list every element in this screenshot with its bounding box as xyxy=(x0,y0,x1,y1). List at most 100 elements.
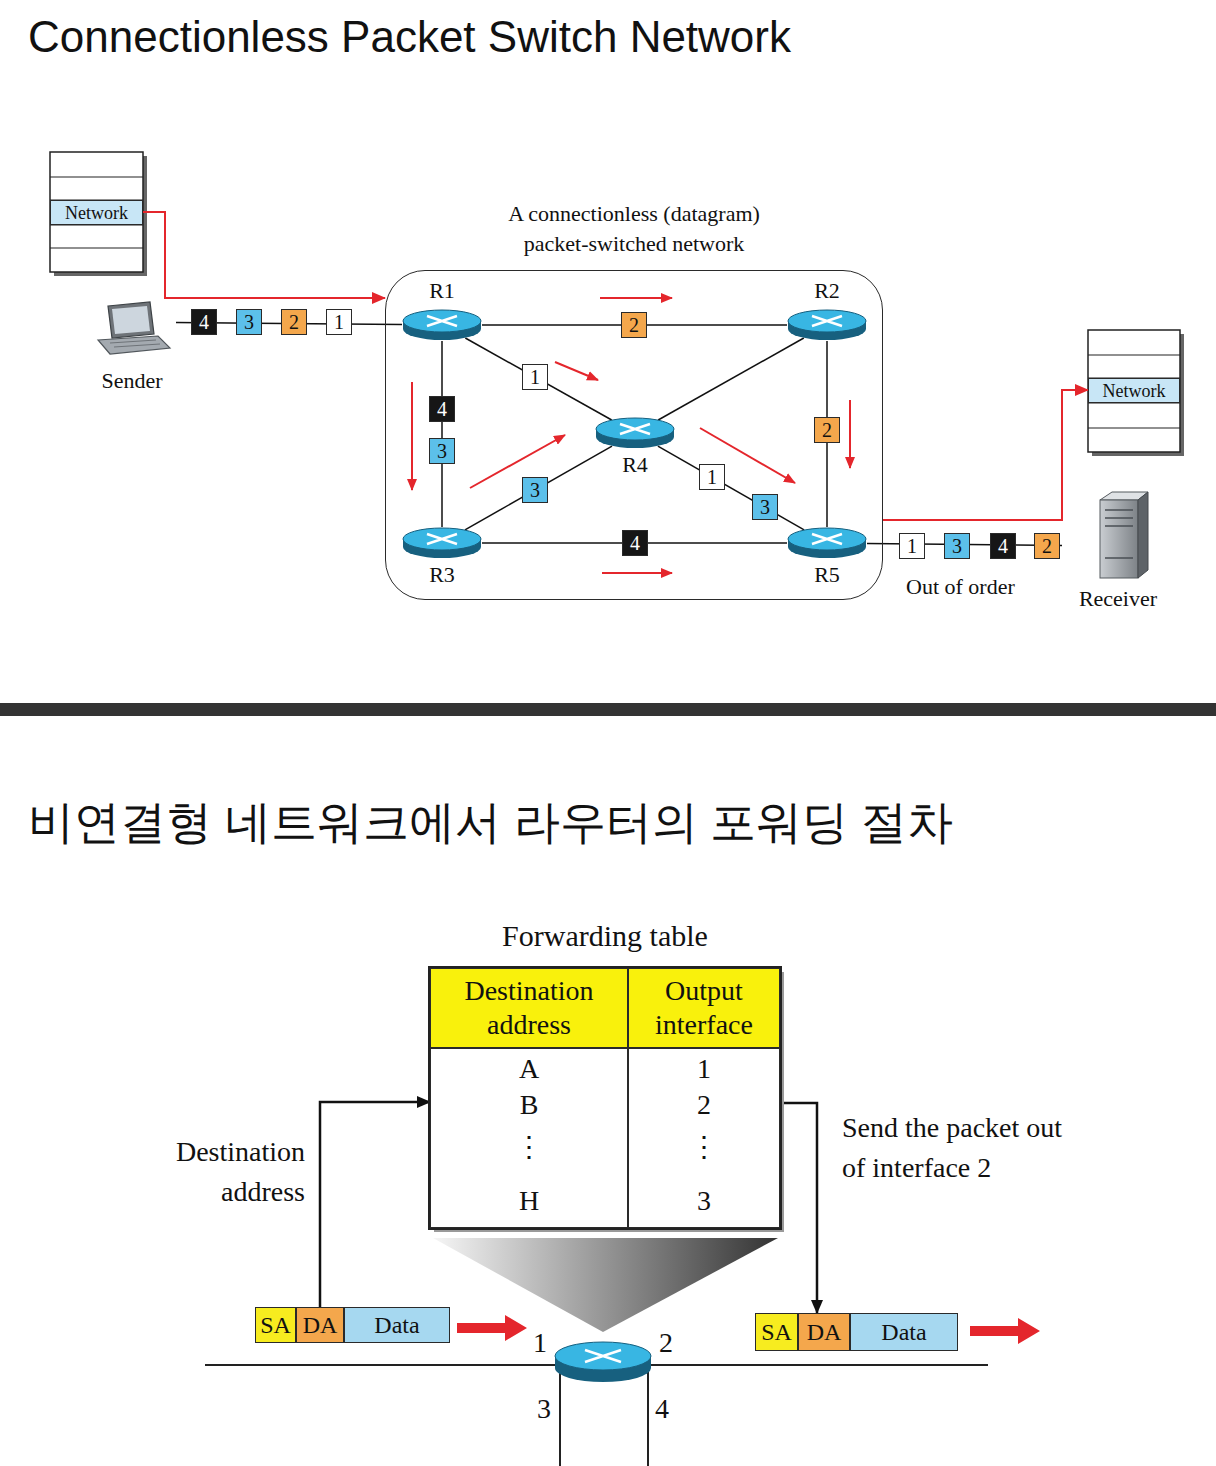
stack-layer-lines xyxy=(50,177,143,248)
node-text: 2 xyxy=(1042,535,1052,557)
region-title: A connectionless (datagram) packet-switc… xyxy=(484,199,784,259)
node-text: DA xyxy=(807,1318,842,1346)
router-label-box: R3 xyxy=(382,562,502,588)
host-label-box: Sender xyxy=(78,368,186,394)
edge-label-box: Send the packet out of interface 2 xyxy=(842,1108,1082,1188)
packet-box: 2 xyxy=(621,312,647,338)
packet-box: 4 xyxy=(429,396,455,422)
node-text: 4 xyxy=(199,311,209,333)
row-box: H xyxy=(431,1185,627,1217)
interface-number: 3 xyxy=(537,1392,551,1426)
receiver-host: Receiver xyxy=(1062,488,1174,614)
node-text: DA xyxy=(303,1311,338,1339)
row-box: ⋮ xyxy=(629,1131,779,1163)
router-label: R5 xyxy=(767,562,887,588)
direction-arrow xyxy=(470,435,565,488)
node-text: 3 xyxy=(952,535,962,557)
interface-number: 4 xyxy=(655,1392,669,1426)
table-cell: B xyxy=(431,1089,627,1121)
label-box: 1 xyxy=(533,1326,547,1360)
flow-arrow xyxy=(970,1318,1040,1344)
server-slots xyxy=(1105,510,1133,558)
node-text: 3 xyxy=(437,440,447,462)
router-icon xyxy=(787,309,867,341)
row-box: 3 xyxy=(629,1185,779,1217)
label-box: 비연결형 네트워크에서 라우터의 포워딩 절차 xyxy=(28,793,953,851)
direction-arrows xyxy=(412,298,850,573)
packet-box: 3 xyxy=(522,477,548,503)
laptop-icon xyxy=(88,300,176,360)
packet-field: DA xyxy=(296,1307,344,1343)
router-node: R2 xyxy=(787,309,867,341)
network-layer-box: Network xyxy=(50,200,143,225)
router-top xyxy=(788,528,866,550)
flow-connector xyxy=(143,212,385,298)
table-cell: ⋮ xyxy=(431,1131,627,1163)
table-cell: H xyxy=(431,1185,627,1217)
sender-host: Sender xyxy=(88,300,176,396)
packet-field: SA xyxy=(755,1313,798,1351)
node-text: Destination address xyxy=(431,974,627,1042)
host-label: Sender xyxy=(78,368,186,394)
node-text: Network xyxy=(1103,380,1166,402)
node-text: 2 xyxy=(289,311,299,333)
router-leg xyxy=(647,1368,649,1466)
table-column-cell: 1 2 ⋮ 3 xyxy=(628,1048,780,1228)
node-text: 1 xyxy=(907,535,917,557)
edge-label-box: Destination address xyxy=(138,1132,305,1212)
region-title-box: A connectionless (datagram) packet-switc… xyxy=(386,199,882,259)
row-box: A xyxy=(431,1053,627,1085)
router-label: R1 xyxy=(382,278,502,304)
table-header-cell: Destination address xyxy=(430,968,628,1048)
table-cell: 1 xyxy=(629,1053,779,1085)
node-text: Network xyxy=(65,202,128,224)
flow-connector xyxy=(883,390,1088,520)
packet-box: 1 xyxy=(899,533,925,559)
router-label: R2 xyxy=(767,278,887,304)
section-heading: 비연결형 네트워크에서 라우터의 포워딩 절차 xyxy=(28,793,953,851)
router-node: R3 xyxy=(402,527,482,559)
table-cell: 2 xyxy=(629,1089,779,1121)
table-cell: ⋮ xyxy=(629,1131,779,1163)
table-cell: 3 xyxy=(629,1185,779,1217)
router-cross xyxy=(620,424,650,434)
node-text: 3 xyxy=(760,496,770,518)
link-connector xyxy=(658,446,804,530)
link-connector xyxy=(465,446,612,530)
router-node: R4 xyxy=(595,417,675,449)
packet-box: 2 xyxy=(281,309,307,335)
packet-box: 4 xyxy=(622,530,648,556)
router-cross xyxy=(427,534,457,544)
label-box: Out of order xyxy=(906,573,1015,601)
router-cross xyxy=(585,1350,621,1362)
node-text: Output interface xyxy=(629,974,779,1042)
router-cross xyxy=(812,534,842,544)
direction-arrow xyxy=(600,297,672,299)
packet-field: Data xyxy=(344,1307,450,1343)
separator-bar xyxy=(0,703,1216,716)
direction-arrow xyxy=(602,572,672,574)
link-connector xyxy=(465,338,611,420)
table-header-cell: Output interface xyxy=(628,968,780,1048)
packet-field: SA xyxy=(255,1307,296,1343)
router-label: R4 xyxy=(575,452,695,478)
packet-box: 1 xyxy=(699,464,725,490)
table-title: Forwarding table xyxy=(350,918,860,954)
server-icon xyxy=(1062,488,1174,584)
label-box: 3 xyxy=(537,1392,551,1426)
packet-field: DA xyxy=(798,1313,850,1351)
table-cell: A xyxy=(431,1053,627,1085)
node-text: SA xyxy=(761,1318,792,1346)
router-top xyxy=(403,528,481,550)
page-title: Connectionless Packet Switch Network xyxy=(28,10,791,64)
laptop-display xyxy=(112,306,150,334)
flow-arrow xyxy=(457,1315,527,1341)
laptop-screen xyxy=(108,302,154,338)
protocol-stack xyxy=(1088,330,1180,452)
packet-box: 4 xyxy=(990,533,1016,559)
row-box: 2 xyxy=(629,1089,779,1121)
interface-number: 1 xyxy=(533,1326,547,1360)
router-label-box: R4 xyxy=(575,452,695,478)
router-top xyxy=(555,1342,651,1370)
